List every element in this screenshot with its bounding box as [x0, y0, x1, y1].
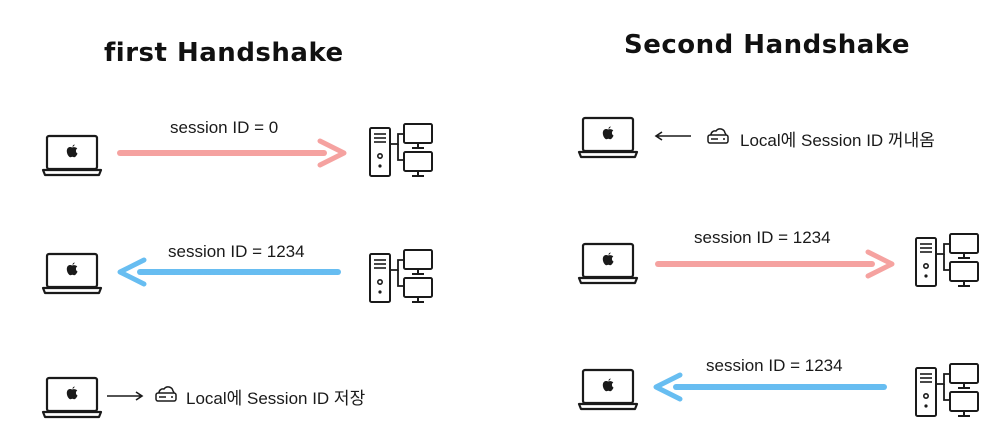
- second-handshake-title: Second Handshake: [624, 30, 910, 60]
- client-laptop-icon: [41, 252, 103, 296]
- response-arrow: [653, 372, 887, 403]
- client-laptop-icon: [577, 116, 639, 160]
- first-handshake-title: first Handshake: [104, 38, 344, 68]
- cloud-storage-icon: [706, 126, 730, 146]
- client-laptop-icon: [577, 368, 639, 412]
- response-arrow: [117, 257, 341, 288]
- request-arrow: [117, 138, 347, 169]
- session-id-zero-label: session ID = 0: [170, 118, 279, 137]
- small-left-arrow: [654, 130, 692, 142]
- session-id-1234-label: session ID = 1234: [168, 242, 305, 261]
- client-laptop-icon: [41, 376, 103, 420]
- session-id-1234-label: session ID = 1234: [706, 356, 843, 375]
- server-icon: [914, 362, 984, 420]
- server-icon: [368, 248, 438, 306]
- local-load-label: Local에 Session ID 꺼내옴: [740, 131, 935, 150]
- client-laptop-icon: [577, 242, 639, 286]
- client-laptop-icon: [41, 134, 103, 178]
- cloud-storage-icon: [154, 384, 178, 404]
- session-id-1234-label: session ID = 1234: [694, 228, 831, 247]
- small-right-arrow: [106, 390, 144, 402]
- server-icon: [368, 122, 438, 180]
- server-icon: [914, 232, 984, 290]
- local-save-label: Local에 Session ID 저장: [186, 389, 366, 408]
- request-arrow: [655, 249, 895, 280]
